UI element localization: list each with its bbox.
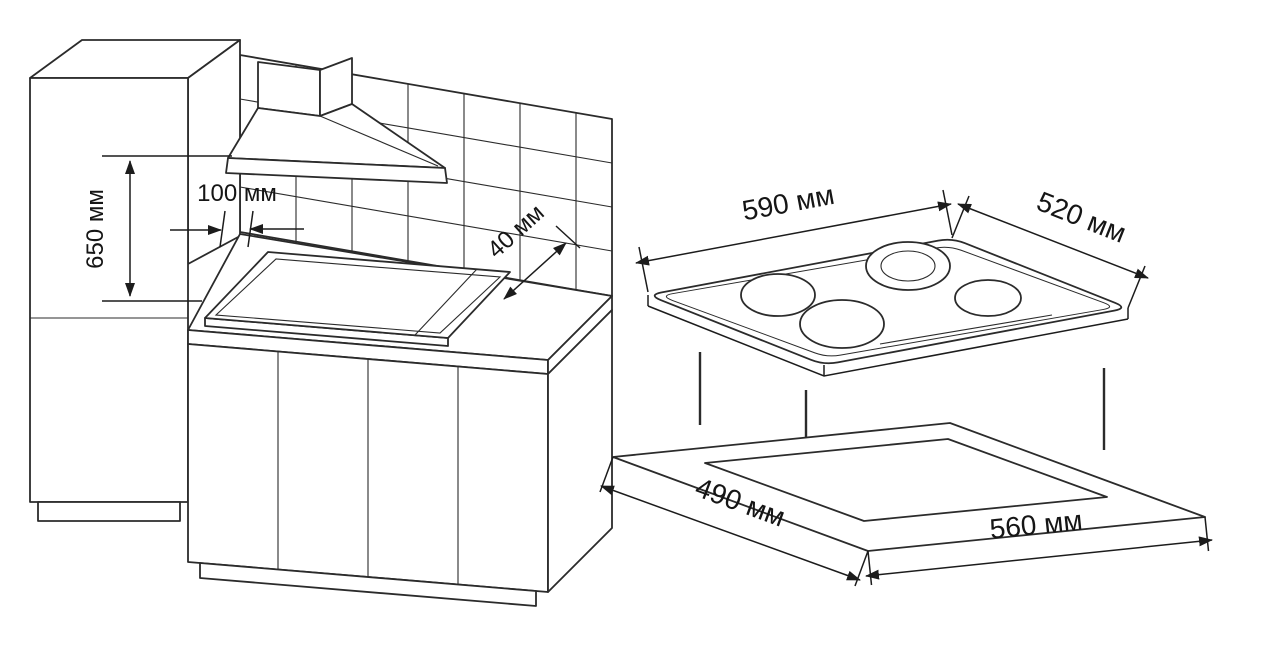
burner-front [799,299,885,349]
dimension-label-100: 100 мм [197,180,277,207]
kitchen-scene: 650 мм 100 мм 40 мм [29,39,613,607]
tall-cabinet [29,39,241,522]
dimension-label-590: 590 мм [740,179,837,227]
built-in-hob-side [204,251,511,347]
range-hood [225,57,448,184]
burner-rear-outer [865,241,951,291]
burner-left [740,273,816,317]
dimension-650: 650 мм [82,155,232,302]
dimension-label-40: 40 мм [482,199,549,263]
dimension-100: 100 мм [170,180,304,248]
burner-right [954,279,1022,317]
hob-top [647,238,1129,377]
dimension-label-650: 650 мм [82,189,109,269]
hob-exploded-view: 590 мм 520 мм 560 мм 490 мм [599,179,1213,587]
